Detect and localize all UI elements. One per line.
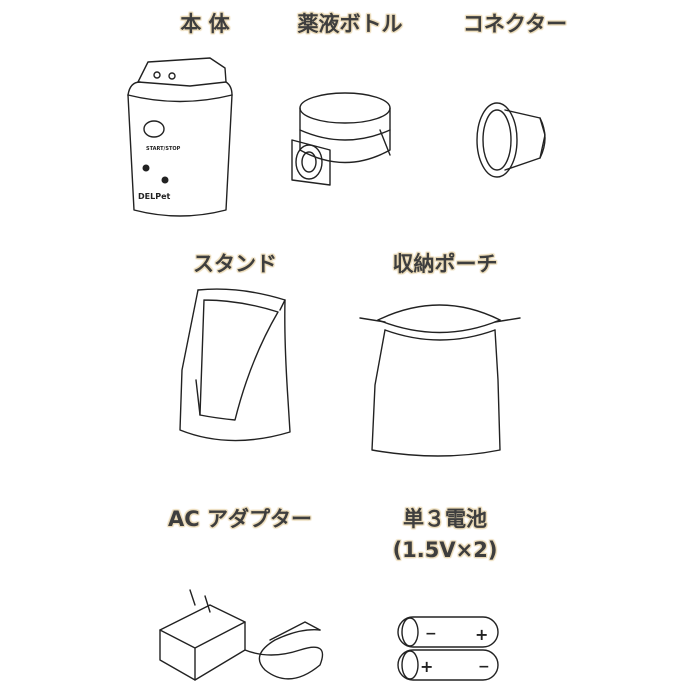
label-storage-pouch: 収納ポーチ [392,252,498,276]
label-batteries-spec: (1.5V×2) [392,538,498,562]
label-main-unit: 本 体 [180,12,230,36]
label-stand: スタンド [193,252,277,276]
battery-plus-1: + [475,625,488,644]
battery-minus-2: − [478,659,490,675]
battery-plus-2: + [420,657,433,676]
battery-minus-1: − [425,626,437,642]
label-connector: コネクター [462,12,568,36]
label-medicine-bottle: 薬液ボトル [297,12,403,36]
brand-logo: DELPet [138,192,170,201]
label-batteries: 単３電池 [403,507,487,531]
label-ac-adapter: AC アダプター [168,507,312,531]
start-stop-text: START/STOP [146,146,181,152]
